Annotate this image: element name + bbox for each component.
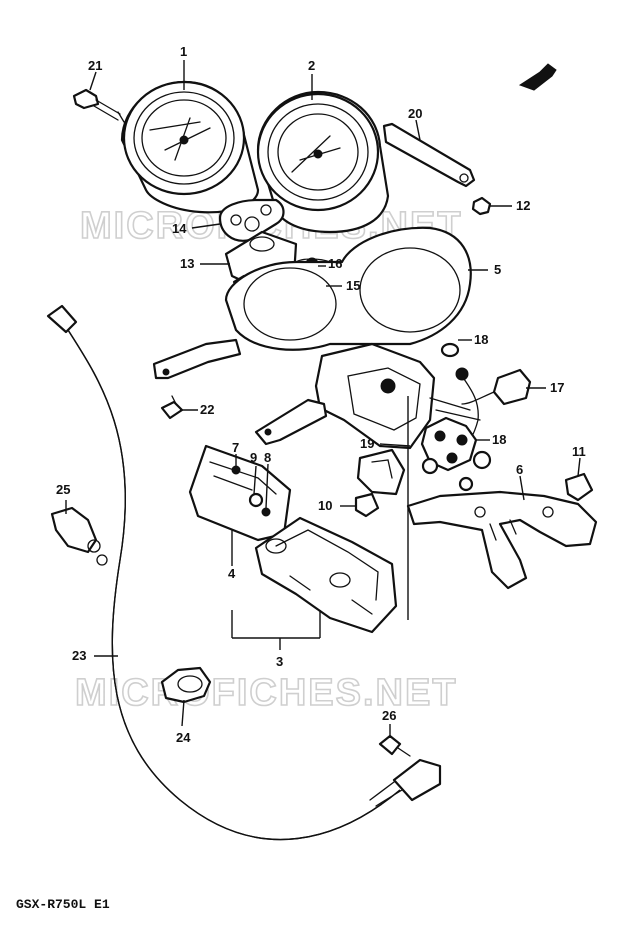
callout-2: 2: [308, 58, 315, 73]
connector-part-17: [461, 368, 532, 406]
callout-26: 26: [382, 708, 396, 723]
callout-13: 13: [180, 256, 194, 271]
callout-19: 19: [360, 436, 374, 451]
callout-5: 5: [494, 262, 501, 277]
bolt-part-26: [378, 734, 411, 757]
callout-22: 22: [200, 402, 214, 417]
callout-25: 25: [56, 482, 70, 497]
leader-lines: [65, 60, 581, 738]
panel-part-3: [254, 516, 398, 634]
grommet-part-18-top: [440, 342, 460, 358]
bulb-part-21: [72, 88, 125, 123]
cable-part-23: [46, 304, 442, 841]
callout-24: 24: [176, 730, 191, 745]
callout-21: 21: [88, 58, 102, 73]
screw-part-22: [160, 395, 184, 420]
grommet-part-10: [354, 492, 380, 518]
indicator-board: [314, 342, 481, 450]
tachometer-part-1: [120, 80, 260, 214]
callout-6: 6: [516, 462, 523, 477]
callout-9: 9: [250, 450, 257, 465]
indicator-housing-part-4: [188, 444, 292, 542]
callout-18-top: 18: [474, 332, 488, 347]
meter-case-part-5: [224, 226, 472, 351]
callout-18-bottom: 18: [492, 432, 506, 447]
model-label: GSX-R750L E1: [16, 897, 110, 912]
callout-4: 4: [228, 566, 236, 581]
mid-bracket: [254, 398, 328, 446]
socket-cluster: [420, 416, 492, 492]
callout-17: 17: [550, 380, 564, 395]
callout-11: 11: [572, 444, 586, 459]
callout-12: 12: [516, 198, 530, 213]
gasket-part-14: [218, 198, 285, 242]
callout-8: 8: [264, 450, 271, 465]
callout-14: 14: [172, 221, 187, 236]
speedometer-part-2: [256, 90, 390, 234]
left-bracket: [152, 338, 242, 380]
callouts: 1 2 21 20 12 14 13 5 16 15 18 17 22 19 1…: [56, 44, 586, 745]
clamp-part-24: [160, 666, 212, 704]
bracket-part-20: [382, 122, 476, 188]
callout-15: 15: [346, 278, 360, 293]
callout-3: 3: [276, 654, 283, 669]
callout-20: 20: [408, 106, 422, 121]
front-arrow-icon: [518, 63, 557, 91]
callout-7: 7: [232, 440, 239, 455]
callout-16: 16: [328, 256, 342, 271]
callout-1: 1: [180, 44, 187, 59]
nut-part-12: [471, 196, 492, 216]
rubber-part-11: [564, 472, 594, 502]
bracket-part-6: [406, 490, 598, 590]
clamp-part-25: [50, 506, 108, 566]
callout-23: 23: [72, 648, 86, 663]
callout-10: 10: [318, 498, 332, 513]
socket-housing: [356, 448, 406, 496]
watermark-bottom: MICROFICHES.NET: [75, 672, 458, 714]
